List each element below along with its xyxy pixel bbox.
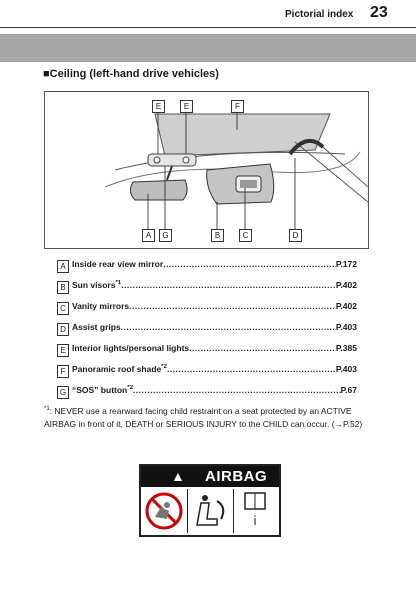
list-item: B Sun visors*1..........................… <box>57 279 357 300</box>
callout-e-2: E <box>180 100 193 113</box>
gray-band <box>0 34 416 62</box>
item-letter: F <box>57 365 69 378</box>
footnote-text: : NEVER use a rearward facing child rest… <box>44 405 352 429</box>
page-reference-link[interactable]: P.403 <box>335 322 357 332</box>
item-name: Panoramic roof shade <box>72 364 162 374</box>
list-item: D Assist grips..........................… <box>57 321 357 342</box>
callout-f: F <box>231 100 244 113</box>
item-name: “SOS” button <box>72 385 128 395</box>
section-heading: ■Ceiling (left-hand drive vehicles) <box>43 68 219 80</box>
page-header: Pictorial index 23 <box>0 0 416 28</box>
ceiling-drawing <box>104 113 369 229</box>
footnote-marker: *1 <box>115 280 122 287</box>
item-name: Inside rear view mirror <box>72 259 164 269</box>
section-title: Pictorial index <box>285 9 354 20</box>
item-name: Assist grips <box>72 322 121 332</box>
header-rule <box>0 27 416 28</box>
callout-g: G <box>159 229 172 242</box>
page-reference-link[interactable]: P.385 <box>335 343 357 353</box>
page-reference-link[interactable]: P.67 <box>340 385 357 395</box>
callout-c: C <box>239 229 252 242</box>
component-list: A Inside rear view mirror...............… <box>57 258 357 405</box>
item-letter: C <box>57 302 69 315</box>
list-item: A Inside rear view mirror...............… <box>57 258 357 279</box>
page-number: 23 <box>370 4 388 21</box>
footnote: *1: NEVER use a rearward facing child re… <box>44 403 374 431</box>
warning-word: AIRBAG <box>205 468 268 485</box>
item-letter: D <box>57 323 69 336</box>
page-reference-link[interactable]: P.402 <box>335 280 357 290</box>
list-item: G “SOS” button*2........................… <box>57 384 357 405</box>
airbag-deploy-icon <box>196 489 234 533</box>
no-child-seat-icon <box>145 489 188 533</box>
page-reference-link[interactable]: P.402 <box>335 301 357 311</box>
svg-text:i: i <box>253 514 256 528</box>
callout-b: B <box>211 229 224 242</box>
item-letter: B <box>57 281 69 294</box>
warning-triangle-icon: ▲ <box>171 468 185 484</box>
list-item: E Interior lights/personal lights.......… <box>57 342 357 363</box>
footnote-reference-link[interactable]: (→P.52) <box>331 418 363 429</box>
read-manual-icon: i <box>244 492 266 528</box>
warning-banner: ▲ AIRBAG <box>141 466 279 487</box>
page-reference-link[interactable]: P.403 <box>335 364 357 374</box>
airbag-warning-label: ▲ AIRBAG i <box>139 464 281 537</box>
item-name: Sun visors <box>72 280 116 290</box>
footnote-marker: *2 <box>161 364 167 371</box>
list-item: F Panoramic roof shade*2................… <box>57 363 357 384</box>
item-letter: E <box>57 344 69 357</box>
item-name: Interior lights/personal lights <box>72 343 190 353</box>
callout-d: D <box>289 229 302 242</box>
list-item: C Vanity mirrors........................… <box>57 300 357 321</box>
ceiling-illustration: E E F A G B C D <box>44 91 369 249</box>
footnote-marker: *2 <box>127 385 133 392</box>
item-letter: A <box>57 260 69 273</box>
callout-e-1: E <box>152 100 165 113</box>
item-letter: G <box>57 386 69 399</box>
callout-a: A <box>142 229 155 242</box>
page-reference-link[interactable]: P.172 <box>335 259 357 269</box>
item-name: Vanity mirrors <box>72 301 130 311</box>
footnote-marker: *1 <box>44 406 50 412</box>
